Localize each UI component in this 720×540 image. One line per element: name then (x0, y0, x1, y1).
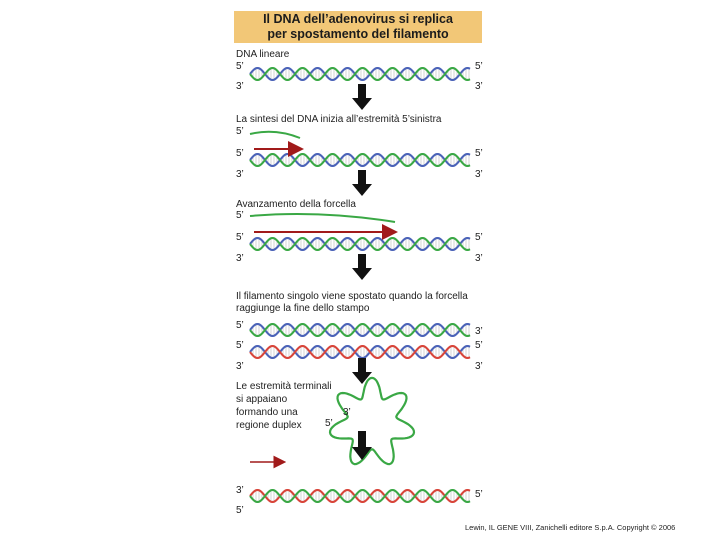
step-1-label: DNA lineare (236, 49, 290, 60)
end-label-3prime: 3’ (475, 361, 483, 372)
title-line-1: Il DNA dell’adenovirus si replica (263, 12, 453, 26)
end-label-3prime: 3’ (236, 361, 244, 372)
single-strand-loop (328, 376, 416, 466)
end-label-5prime: 5’ (236, 505, 244, 516)
end-label-3prime: 3’ (236, 485, 244, 496)
step-5-label-line-4: regione duplex (236, 420, 302, 431)
end-label-3prime: 3’ (475, 169, 483, 180)
end-label-5prime: 5’ (236, 61, 244, 72)
end-label-5prime: 5’ (475, 148, 483, 159)
step-5-label-line-3: formando una (236, 407, 298, 418)
step-5-label-line-1: Le estremità terminali (236, 381, 332, 392)
down-arrow-icon (352, 254, 372, 280)
helix-step4-bottom (249, 344, 471, 360)
copyright-caption: Lewin, IL GENE VIII, Zanichelli editore … (465, 523, 676, 532)
end-label-3prime: 3’ (236, 169, 244, 180)
end-label-3prime: 3’ (236, 81, 244, 92)
helix-linear-dna (249, 66, 471, 82)
helix-step3 (249, 236, 471, 252)
end-label-5prime: 5’ (236, 340, 244, 351)
down-arrow-icon (352, 358, 372, 384)
end-label-5prime: 5’ (475, 489, 483, 500)
end-label-5prime: 5’ (475, 61, 483, 72)
end-label-5prime: 5’ (236, 232, 244, 243)
end-label-5prime: 5’ (475, 340, 483, 351)
step-3-label: Avanzamento della forcella (236, 199, 356, 210)
end-label-3prime: 3’ (343, 407, 351, 418)
step-4-label-line-1: Il filamento singolo viene spostato quan… (236, 291, 468, 302)
dna-helices (249, 66, 471, 504)
end-label-5prime: 5’ (325, 418, 333, 429)
diagram-title: Il DNA dell’adenovirus si replica per sp… (234, 11, 482, 43)
helix-step2 (249, 152, 471, 168)
down-arrow-icon (352, 84, 372, 110)
down-arrow-icon (352, 431, 372, 460)
down-arrow-icon (352, 170, 372, 196)
helix-final (249, 488, 471, 504)
end-label-3prime: 3’ (475, 81, 483, 92)
end-label-5prime: 5’ (236, 148, 244, 159)
end-label-5prime: 5’ (475, 232, 483, 243)
step-2-label: La sintesi del DNA inizia all’estremità … (236, 114, 442, 125)
end-label-3prime: 3’ (475, 326, 483, 337)
end-label-3prime: 3’ (475, 253, 483, 264)
step-4-label-line-2: raggiunge la fine dello stampo (236, 303, 370, 314)
panhandle-loop (328, 376, 416, 466)
title-line-2: per spostamento del filamento (267, 27, 449, 41)
displaced-strand (249, 213, 396, 223)
end-label-5prime: 5’ (236, 320, 244, 331)
helix-step4-top (249, 322, 471, 338)
displaced-strand (249, 130, 301, 139)
end-label-5prime: 5’ (236, 126, 244, 137)
end-label-3prime: 3’ (236, 253, 244, 264)
end-label-5prime: 5’ (236, 210, 244, 221)
step-5-label-line-2: si appaiano (236, 394, 288, 405)
